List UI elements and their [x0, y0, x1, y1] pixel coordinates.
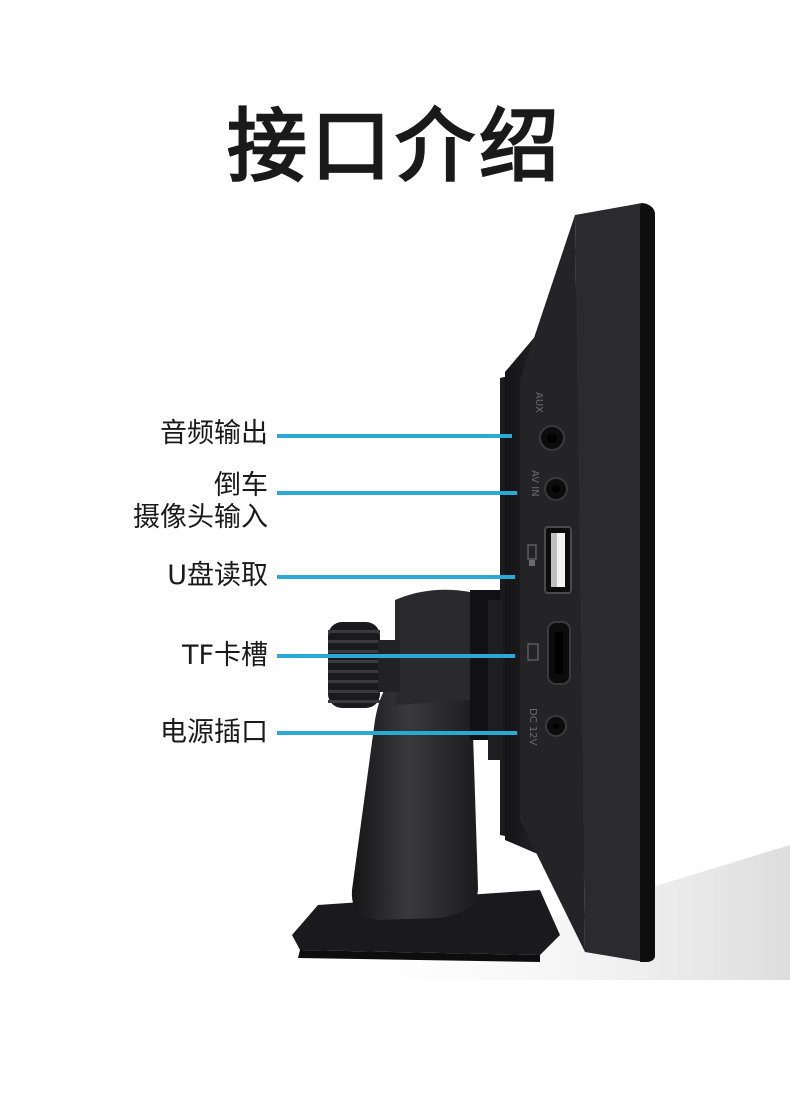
page-title: 接口介绍 — [227, 100, 563, 193]
callout-power-socket-text: 电源插口 — [160, 717, 268, 748]
port-tf-card-slot — [547, 621, 571, 685]
port-label-dc: DC 12V — [527, 708, 538, 746]
port-usb — [544, 526, 572, 594]
callout-reverse-camera-input: 倒车 摄像头输入 — [133, 470, 268, 534]
leader-line-reverse-camera — [277, 491, 517, 495]
callout-tf-card-slot-text: TF卡槽 — [181, 640, 268, 671]
leader-line-tf-card — [277, 654, 515, 658]
port-label-aux: AUX — [533, 392, 544, 413]
callout-audio-output: 音频输出 — [160, 418, 268, 450]
callout-reverse-camera-line1: 倒车 — [214, 470, 268, 501]
leader-line-power — [277, 731, 517, 735]
tf-card-icon — [527, 643, 539, 661]
port-av-in — [544, 477, 568, 501]
callout-power-socket: 电源插口 — [160, 717, 268, 749]
usb-icon — [527, 544, 537, 566]
callout-audio-output-text: 音频输出 — [160, 418, 268, 449]
port-aux — [539, 425, 565, 451]
port-label-av-in: AV IN — [529, 470, 540, 497]
callout-usb-read: U盘读取 — [167, 560, 268, 592]
callout-tf-card-slot: TF卡槽 — [182, 640, 268, 672]
leader-line-usb — [277, 575, 515, 579]
leader-line-audio-output — [277, 434, 512, 438]
monitor-panel — [520, 203, 655, 962]
port-dc-power — [545, 715, 567, 737]
callout-reverse-camera-line2: 摄像头输入 — [133, 502, 268, 533]
stand-column — [351, 589, 502, 920]
floor-shadow — [300, 845, 790, 980]
stand-knob-icon — [328, 622, 400, 708]
callout-usb-read-text: U盘读取 — [167, 560, 268, 591]
